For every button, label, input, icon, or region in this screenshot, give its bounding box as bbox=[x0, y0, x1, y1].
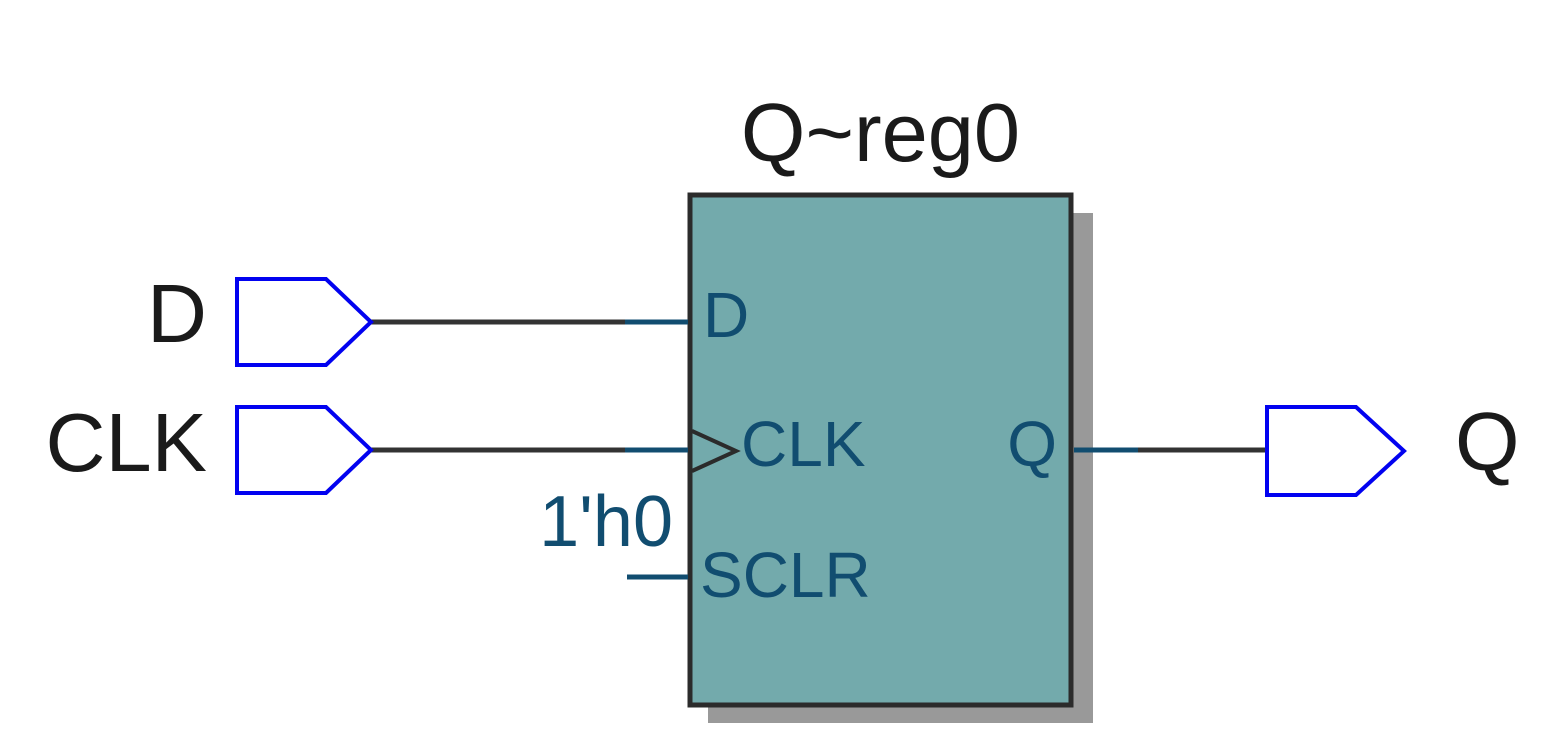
clock-triangle-icon bbox=[691, 429, 741, 473]
output-pin-symbol-q[interactable] bbox=[1265, 405, 1407, 497]
port-label-d: D bbox=[703, 279, 750, 351]
constant-value-label: 1'h0 bbox=[539, 482, 673, 562]
register-block[interactable] bbox=[687, 192, 1074, 708]
input-pin-label-d: D bbox=[147, 267, 207, 360]
output-pin-label-q: Q bbox=[1455, 395, 1520, 488]
input-pin-label-clk: CLK bbox=[45, 396, 207, 489]
input-pin-symbol-d[interactable] bbox=[235, 277, 374, 367]
port-label-clk: CLK bbox=[741, 408, 866, 480]
input-pin-symbol-clk[interactable] bbox=[235, 405, 374, 495]
port-label-sclr: SCLR bbox=[700, 539, 871, 611]
register-title: Q~reg0 bbox=[740, 86, 1021, 179]
port-label-q: Q bbox=[1007, 408, 1057, 480]
